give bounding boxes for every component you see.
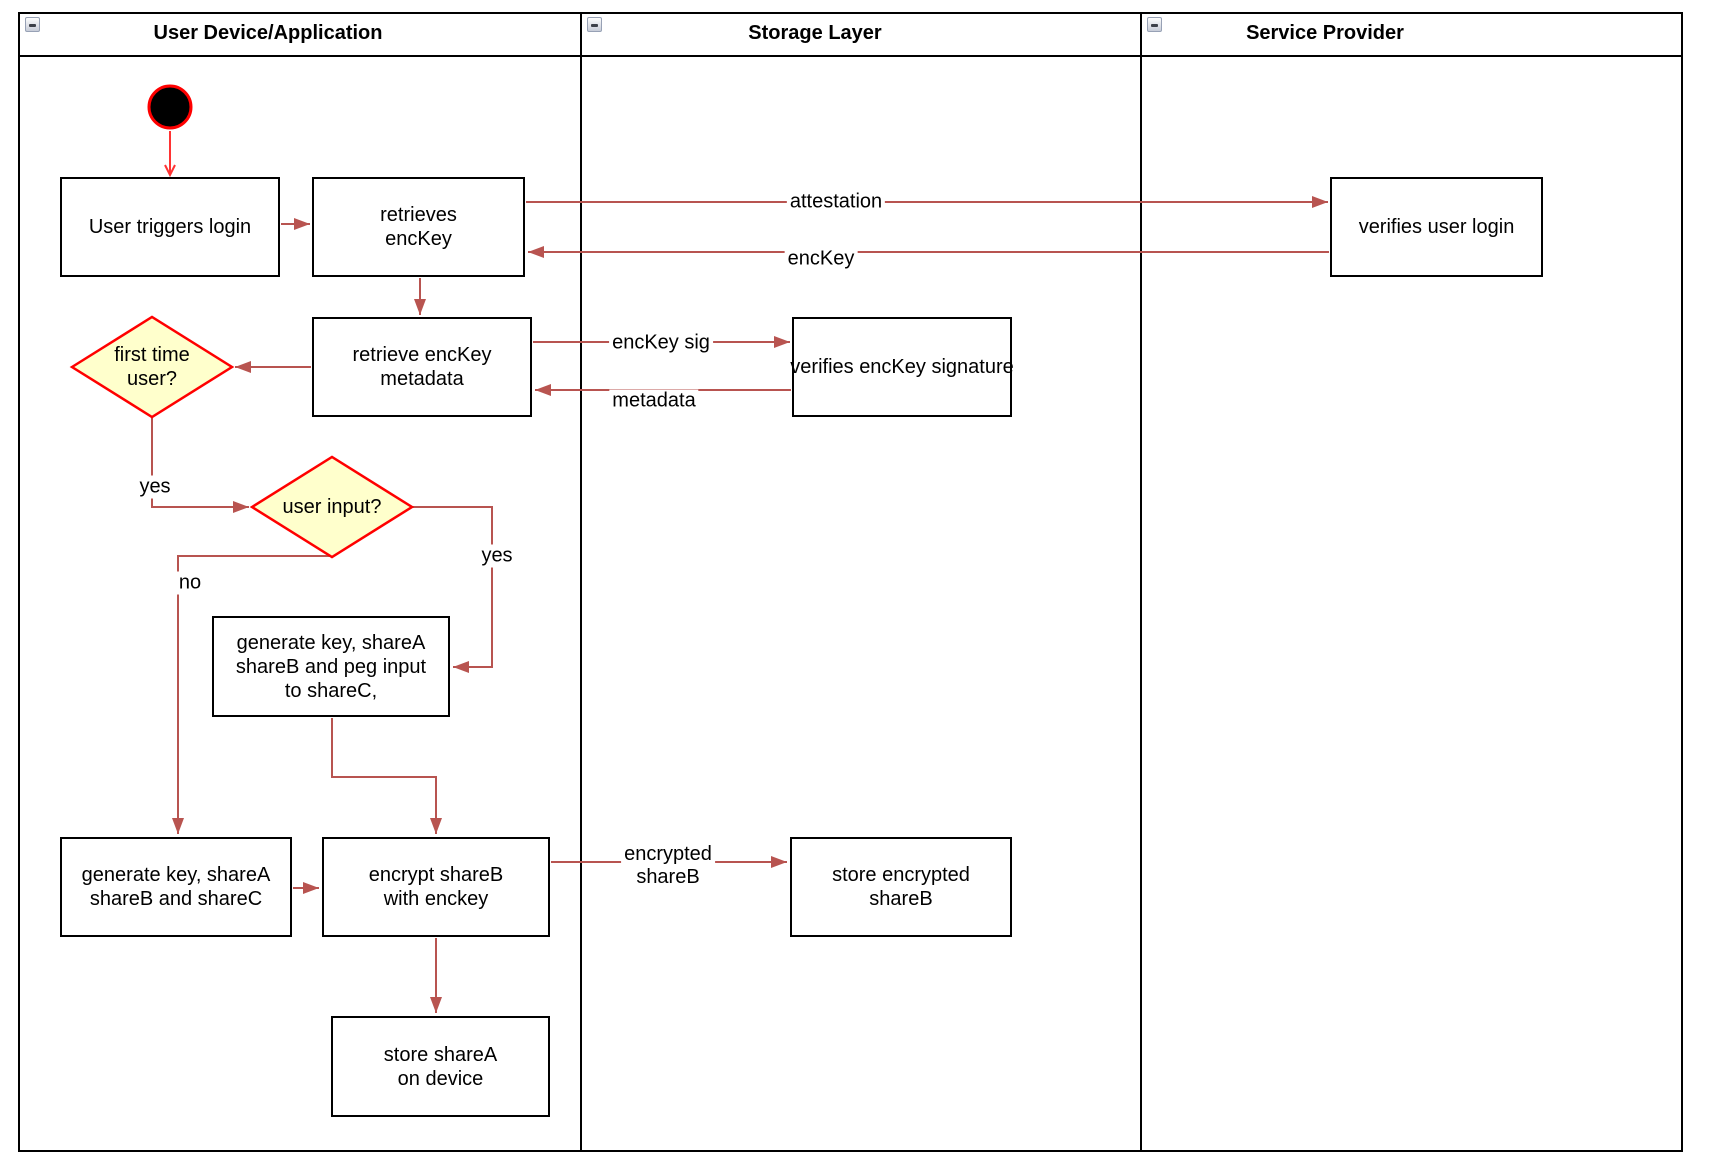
edge-label-yes-first-time: yes (136, 475, 174, 499)
retrieve-enckey-metadata-box[interactable]: retrieve encKey metadata (312, 317, 532, 417)
edge-label-metadata: metadata (609, 389, 699, 413)
lane-title-storage-layer: Storage Layer (748, 22, 882, 44)
edge-label-enckey-sig: encKey sig (609, 331, 713, 355)
node-label: generate key, shareA shareB and peg inpu… (235, 631, 427, 702)
user-triggers-login-box[interactable]: User triggers login (60, 177, 280, 277)
store-encrypted-shareb-box[interactable]: store encrypted shareB (790, 837, 1012, 937)
encrypt-shareb-box[interactable]: encrypt shareB with enckey (322, 837, 550, 937)
edge-label-attestation: attestation (786, 190, 886, 214)
edge-label-no-user-input: no (175, 571, 205, 595)
node-label: encrypt shareB with enckey (368, 864, 504, 910)
node-label: store shareA on device (383, 1043, 498, 1090)
node-label: retrieves encKey (380, 204, 457, 250)
collapse-minus-icon[interactable] (25, 17, 40, 32)
collapse-minus-icon[interactable] (587, 17, 602, 32)
user-input-label: user input? (282, 496, 382, 518)
generate-key-peg-box[interactable]: generate key, shareA shareB and peg inpu… (212, 616, 450, 717)
generate-key-sharec-box[interactable]: generate key, shareA shareB and shareC (60, 837, 292, 937)
edge-label-encrypted-shareb: encrypted shareB (621, 843, 715, 889)
node-label: generate key, shareA shareB and shareC (81, 864, 271, 910)
lane-divider-2 (1140, 12, 1142, 1152)
node-label: User triggers login (88, 216, 252, 238)
edge-label-enckey: encKey (784, 247, 858, 271)
lane-title-service-provider: Service Provider (1246, 22, 1404, 44)
lane-title-user-device: User Device/Application (153, 22, 383, 44)
verifies-enckey-signature-box[interactable]: verifies encKey signature (790, 317, 1014, 417)
start-node[interactable] (147, 84, 193, 130)
node-label: store encrypted shareB (832, 864, 970, 910)
retrieves-enckey-box[interactable]: retrieves encKey (312, 177, 525, 277)
first-time-user-diamond[interactable] (69, 315, 235, 419)
edge-peg-to-encrypt (331, 718, 442, 834)
edge-label-yes-user-input: yes (478, 544, 516, 568)
first-time-user-label: first time user? (114, 344, 190, 390)
node-label: verifies encKey signature (790, 356, 1014, 378)
edge-firsttime-yes (151, 418, 249, 513)
verifies-user-login-box[interactable]: verifies user login (1330, 177, 1543, 277)
lane-divider-1 (580, 12, 582, 1152)
store-sharea-box[interactable]: store shareA on device (331, 1016, 550, 1117)
node-label: verifies user login (1358, 216, 1515, 238)
edge-userinput-no (172, 555, 331, 834)
pool-header-row (18, 12, 1683, 57)
collapse-minus-icon[interactable] (1147, 17, 1162, 32)
user-input-diamond[interactable] (249, 455, 415, 559)
node-label: retrieve encKey metadata (352, 344, 492, 390)
edge-userinput-yes (412, 506, 493, 673)
